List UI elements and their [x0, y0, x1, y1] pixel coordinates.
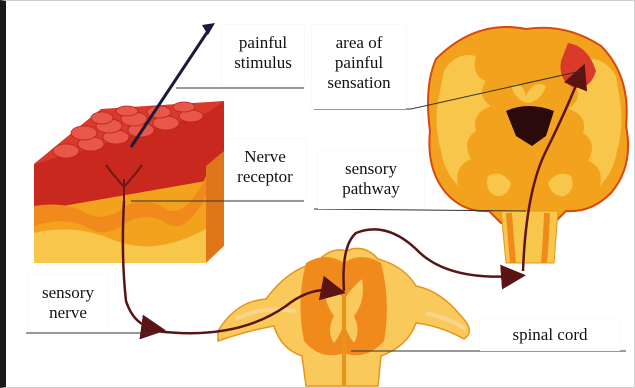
sensory-pathway-label: sensory pathway	[318, 159, 424, 199]
sensory-nerve-label: sensory nerve	[28, 283, 108, 323]
brain-illustration	[428, 27, 628, 263]
skin-block	[34, 101, 224, 263]
nerve-receptor-label: Nerve receptor	[224, 147, 306, 187]
painful-stimulus-label: painful stimulus	[222, 33, 304, 73]
area-of-painful-sensation-label: area of painful sensation	[312, 33, 406, 93]
spinal-cord-label: spinal cord	[480, 325, 620, 345]
